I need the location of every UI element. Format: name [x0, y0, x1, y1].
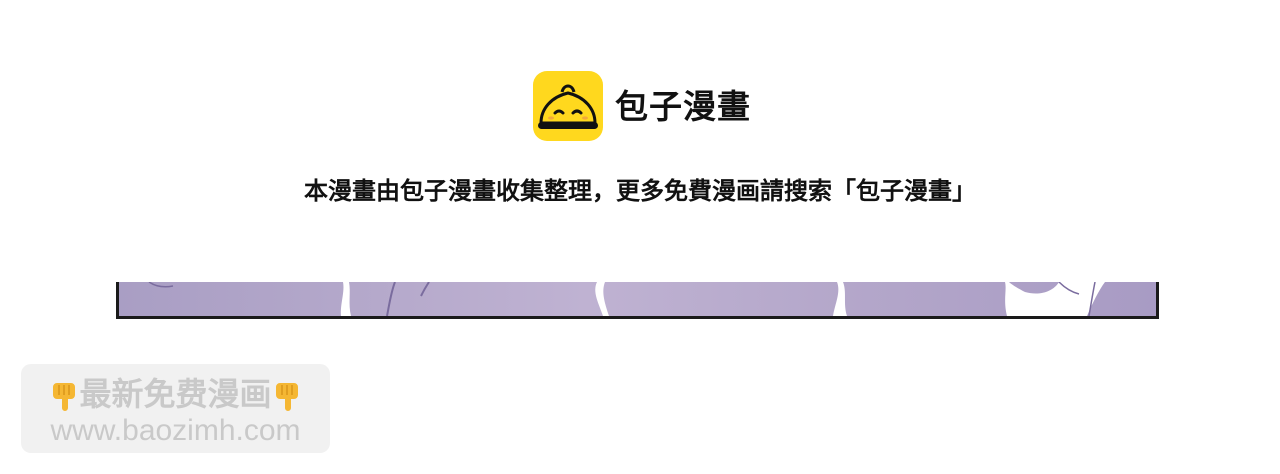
comic-panel-image: [116, 282, 1159, 319]
watermark-title: 最新免费漫画: [79, 375, 272, 413]
watermark-title-row: 最新免费漫画: [21, 376, 330, 413]
pointing-down-hand-icon: [49, 379, 79, 413]
brand-name: 包子漫畫: [615, 86, 751, 126]
pointing-down-hand-icon: [272, 379, 302, 413]
brand-header: 包子漫畫: [533, 71, 751, 141]
site-watermark: 最新免费漫画 www.baozimh.com: [21, 364, 330, 453]
watermark-url: www.baozimh.com: [50, 414, 301, 447]
source-notice: 本漫畫由包子漫畫收集整理，更多免費漫画請搜索「包子漫畫」: [304, 177, 976, 205]
baozi-bun-icon: [533, 71, 603, 141]
